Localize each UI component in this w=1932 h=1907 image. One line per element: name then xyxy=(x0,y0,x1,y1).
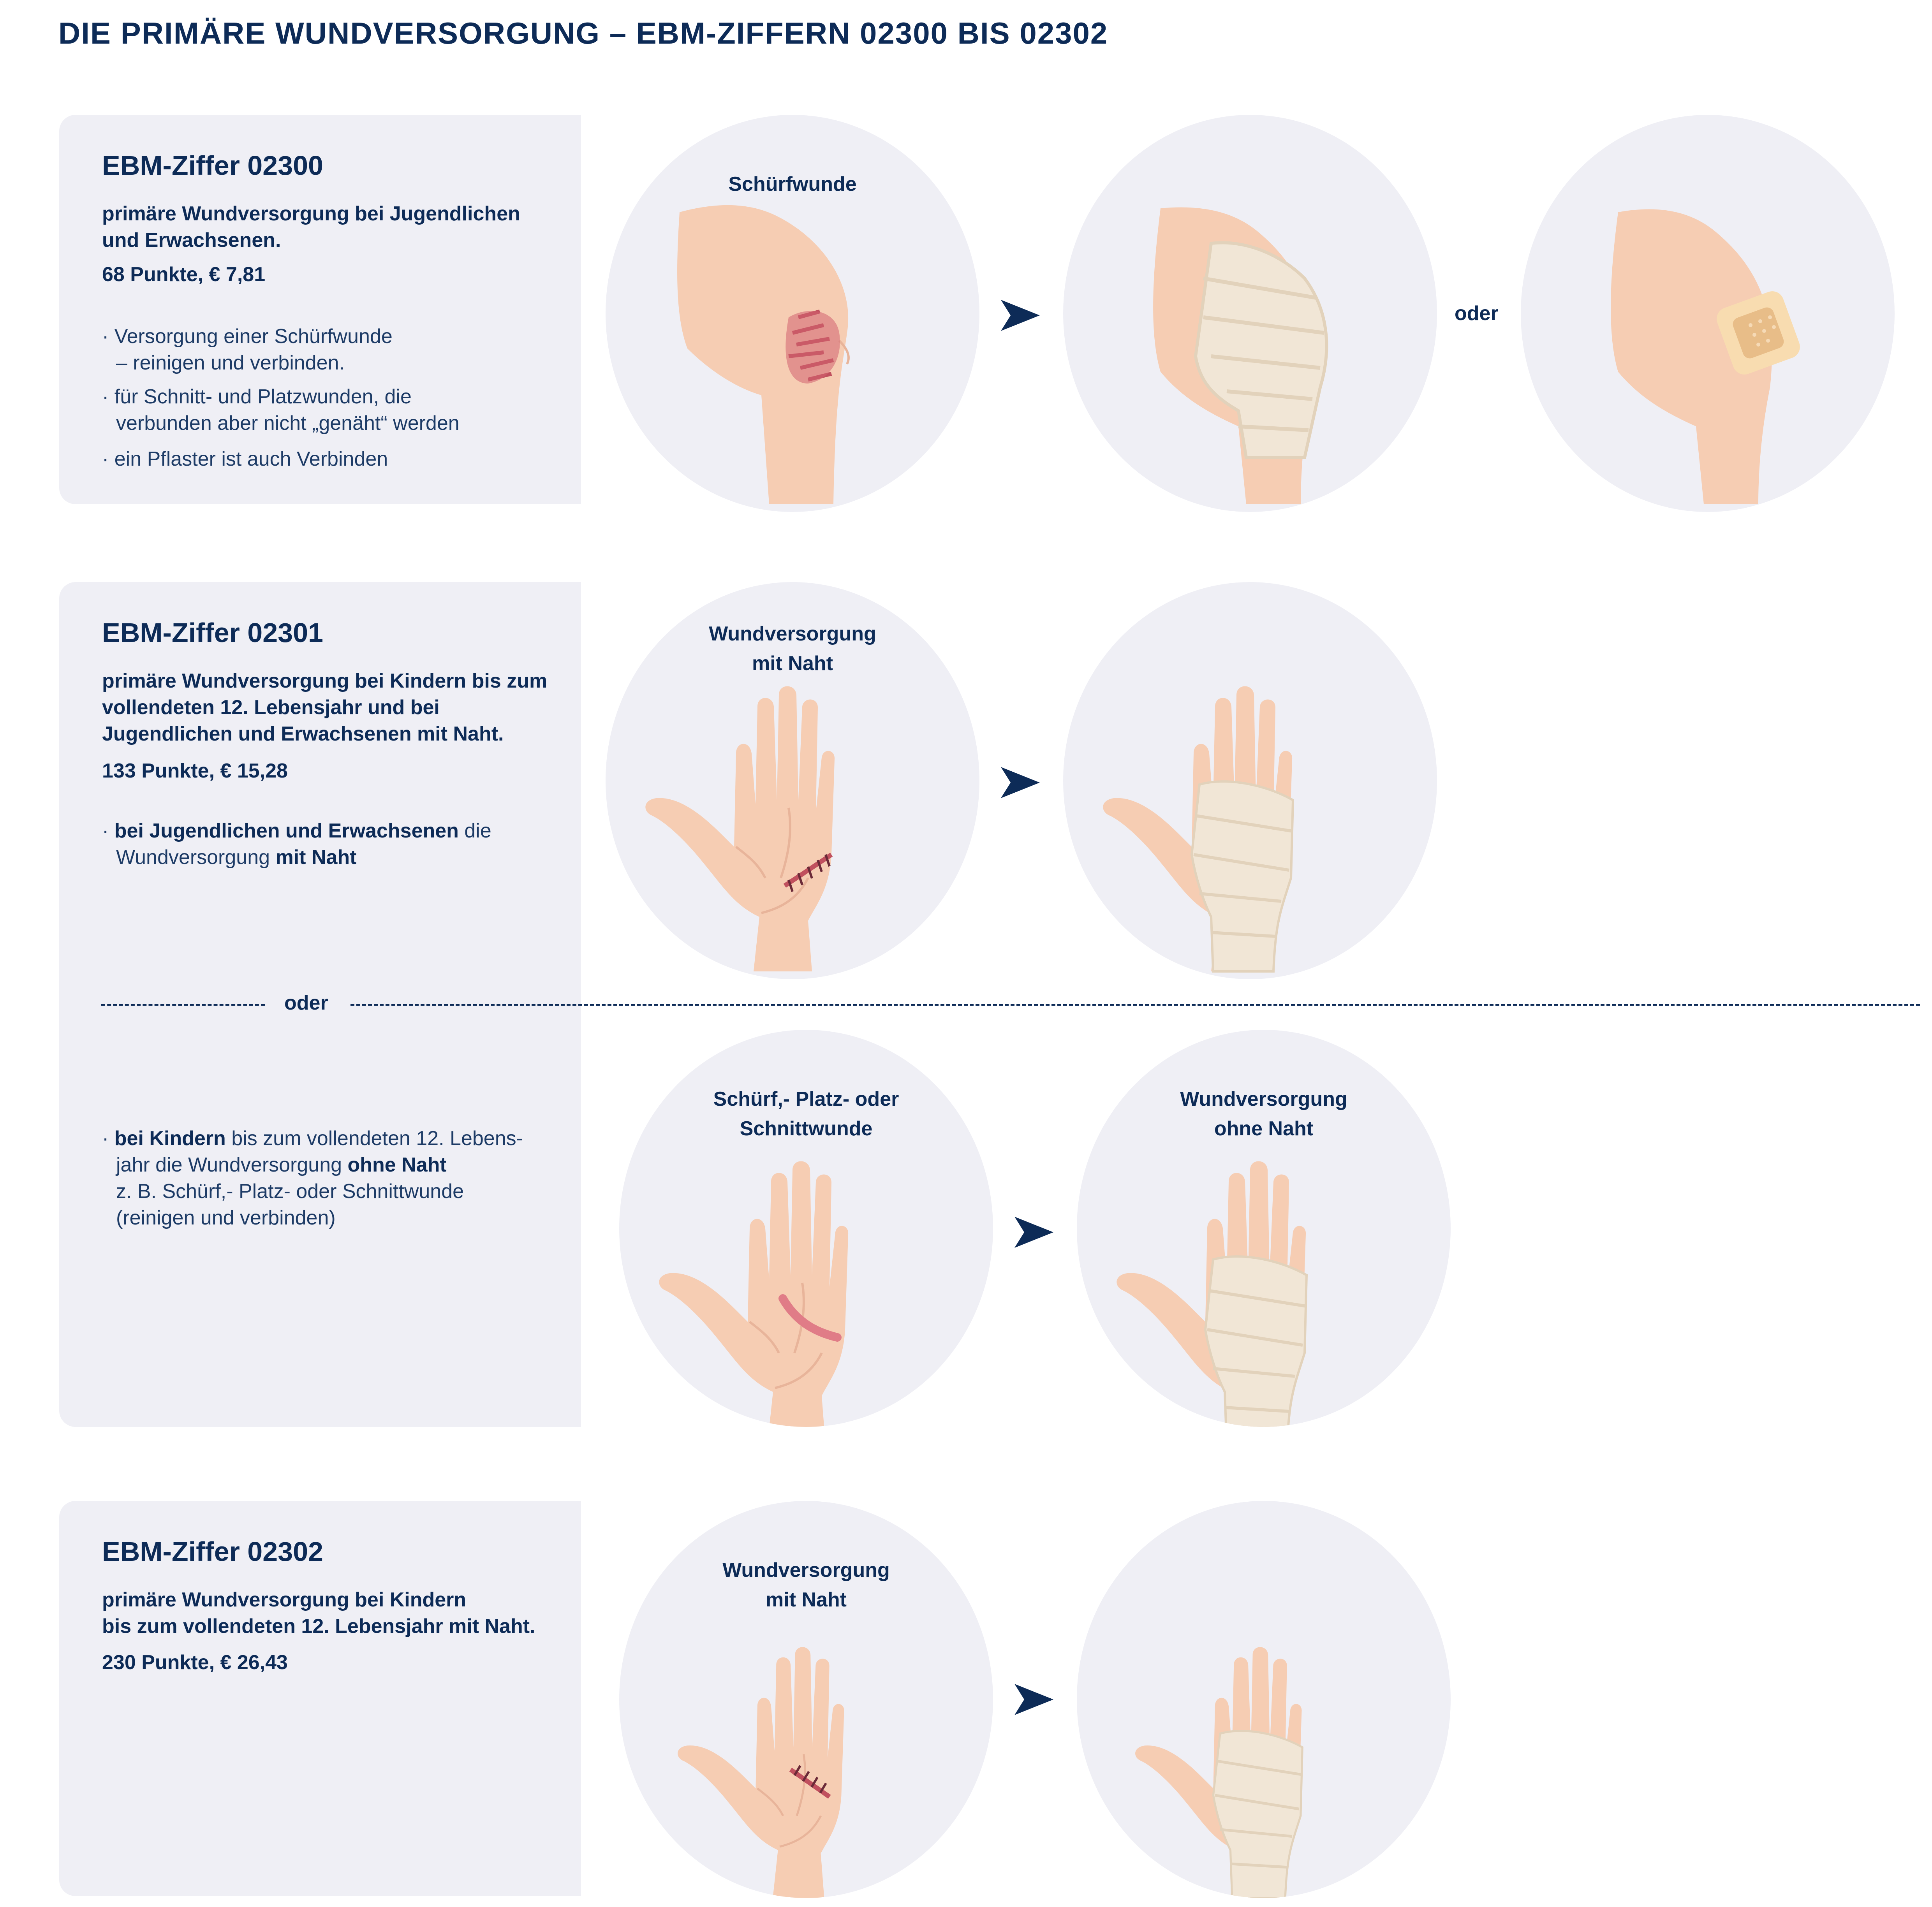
hand-stitched-icon xyxy=(619,1501,993,1898)
price-02302: 230 Punkte, € 26,43 xyxy=(102,1651,288,1674)
arrow-right-icon xyxy=(1001,767,1040,798)
divider-line xyxy=(101,1004,265,1006)
price-02300: 68 Punkte, € 7,81 xyxy=(102,263,266,286)
knee-plaster-icon xyxy=(1611,209,1800,504)
divider-line xyxy=(350,1004,1920,1006)
panel-02302: EBM-Ziffer 02302 primäre Wundversorgung … xyxy=(59,1501,581,1896)
description-02302: primäre Wundversorgung bei Kindern bis z… xyxy=(102,1587,562,1640)
description-02300: primäre Wundversorgung bei Jugendlichen … xyxy=(102,201,562,253)
panel-title-02300: EBM-Ziffer 02300 xyxy=(102,150,323,181)
circle-knee-plaster xyxy=(1521,115,1895,512)
hand-bandage-icon xyxy=(1063,582,1437,979)
hand-stitched-icon xyxy=(606,582,979,979)
hand-cut-icon xyxy=(619,1030,993,1427)
circle-hand-bandage xyxy=(1063,582,1437,979)
bullet: · Versorgung einer Schürfwunde– reinigen… xyxy=(102,325,393,374)
description-line: Jugendlichen und Erwachsenen mit Naht. xyxy=(102,723,504,745)
divider-label: oder xyxy=(284,992,328,1014)
hand-bandage-icon xyxy=(1077,1030,1451,1427)
arrow-right-icon xyxy=(1001,300,1040,331)
arrow-right-icon xyxy=(1014,1684,1053,1715)
circle-knee-wound: Schürfwunde xyxy=(606,115,979,512)
description-line: vollendeten 12. Lebensjahr und bei xyxy=(102,696,440,719)
page-title: DIE PRIMÄRE WUNDVERSORGUNG – EBM-ZIFFERN… xyxy=(58,16,1108,50)
circle-label: Schürfwunde xyxy=(728,173,857,195)
description-line: bis zum vollendeten 12. Lebensjahr mit N… xyxy=(102,1615,535,1638)
description-line: primäre Wundversorgung bei Kindern bis z… xyxy=(102,670,548,692)
description-line: primäre Wundversorgung bei Kindern xyxy=(102,1589,467,1611)
knee-wound-icon xyxy=(677,205,850,504)
panel-02300: EBM-Ziffer 02300 primäre Wundversorgung … xyxy=(59,115,581,504)
description-02301: primäre Wundversorgung bei Kindern bis z… xyxy=(102,668,562,747)
bullet: · bei Kindern bis zum vollendeten 12. Le… xyxy=(102,1127,523,1229)
circle-hand-bandage-3 xyxy=(1077,1501,1451,1898)
circle-knee-bandage xyxy=(1063,115,1437,512)
hand-bandage-icon xyxy=(1077,1501,1451,1898)
description-line: und Erwachsenen. xyxy=(102,229,281,252)
panel-title-02302: EBM-Ziffer 02302 xyxy=(102,1536,323,1567)
bullet: · ein Pflaster ist auch Verbinden xyxy=(102,448,388,470)
knee-bandage-icon xyxy=(1153,207,1328,504)
description-line: primäre Wundversorgung bei Jugendlichen xyxy=(102,202,520,225)
panel-title-02301: EBM-Ziffer 02301 xyxy=(102,617,323,648)
arrow-right-icon xyxy=(1014,1217,1053,1248)
oder-label: oder xyxy=(1455,302,1499,325)
price-02301: 133 Punkte, € 15,28 xyxy=(102,760,288,782)
